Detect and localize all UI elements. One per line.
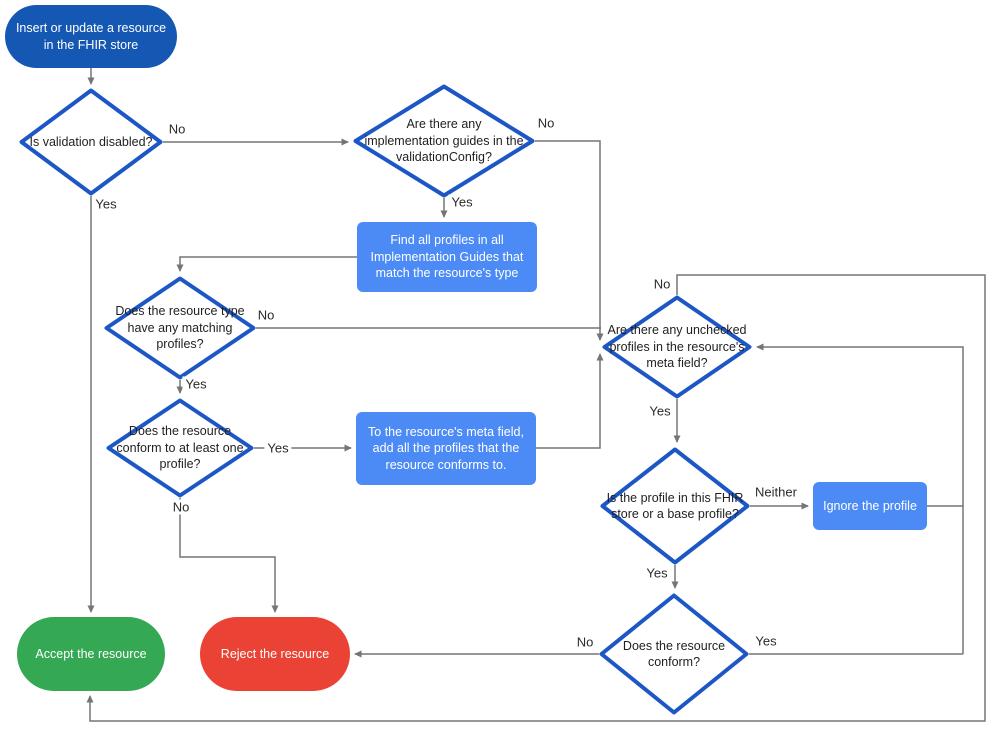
decision-conforms-one-profile-label: Does the resource conform to at least on… [116,424,244,472]
edge-conformsone-no [179,498,279,613]
edge-label-profilestore-neither: Neither [752,484,800,500]
process-add-profiles-meta: To the resource's meta field, add all th… [356,412,536,485]
accept-node-label: Accept the resource [35,646,147,661]
decision-resource-conform: Does the resource conform? [599,593,749,715]
edge-label-validation-no: No [165,121,189,137]
decision-validation-disabled-label: Is validation disabled? [29,134,153,149]
decision-validation-disabled: Is validation disabled? [19,88,163,196]
decision-matching-profiles-label: Does the resource type have any matching… [115,304,245,352]
diamond-shape [104,276,256,380]
reject-node: Reject the resource [200,617,350,691]
diamond-shape [353,84,535,198]
process-find-profiles-label: Find all profiles in all Implementation … [370,233,524,281]
edge-label-unchecked-no: No [650,276,674,292]
edge-unchecked-no-loop [86,274,986,722]
edge-addmeta-out [536,353,604,449]
edge-label-conformsone-yes: Yes [264,440,292,456]
edge-findprofiles-out [176,256,357,272]
edge-label-conformsone-no: No [169,499,193,515]
process-ignore-profile-label: Ignore the profile [823,498,917,513]
decision-unchecked-profiles-label: Are there any unchecked profiles in the … [607,323,747,371]
process-ignore-profile: Ignore the profile [813,482,927,530]
diamond-shape [599,593,749,715]
decision-matching-profiles: Does the resource type have any matching… [104,276,256,380]
reject-node-label: Reject the resource [220,646,330,661]
decision-conforms-one-profile: Does the resource conform to at least on… [106,398,254,498]
edge-label-conform-yes: Yes [752,633,780,649]
start-node-label: Insert or update a resource in the FHIR … [15,21,167,52]
start-node: Insert or update a resource in the FHIR … [5,5,177,68]
edge-label-profilestore-yes: Yes [643,565,671,581]
edge-label-unchecked-yes: Yes [646,403,674,419]
edge-label-matching-no: No [254,307,278,323]
decision-profile-in-store-label: Is the profile in this FHIR store or a b… [606,490,744,522]
edge-guides-no [535,140,604,341]
decision-resource-conform-label: Does the resource conform? [622,638,726,670]
edge-label-guides-no: No [534,115,558,131]
decision-profile-in-store: Is the profile in this FHIR store or a b… [600,447,750,565]
diamond-shape [602,295,752,399]
decision-implementation-guides-label: Are there any implementation guides in t… [364,117,524,165]
diamond-shape [19,88,163,196]
edge-label-matching-yes: Yes [182,376,210,392]
process-find-profiles: Find all profiles in all Implementation … [357,222,537,292]
edge-label-validation-yes: Yes [92,196,120,212]
diamond-shape [106,398,254,498]
process-add-profiles-meta-label: To the resource's meta field, add all th… [368,424,524,472]
edge-label-guides-yes: Yes [448,194,476,210]
decision-unchecked-profiles: Are there any unchecked profiles in the … [602,295,752,399]
edge-conform-yes-loop [756,343,964,654]
accept-node: Accept the resource [17,617,165,691]
diamond-shape [600,447,750,565]
edge-label-conform-no: No [573,634,597,650]
decision-implementation-guides: Are there any implementation guides in t… [353,84,535,198]
